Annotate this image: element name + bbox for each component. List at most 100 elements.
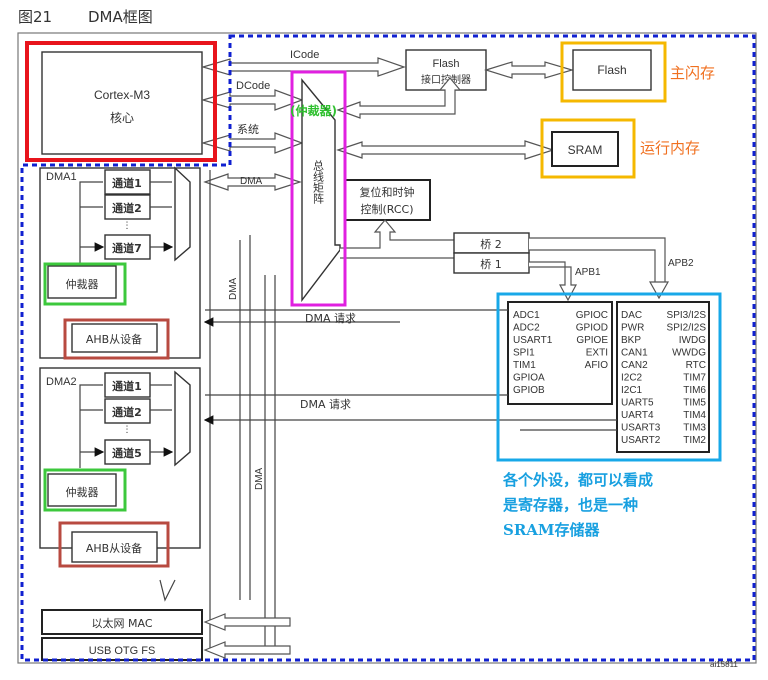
- apb1-peripheral: USART3: [621, 423, 661, 434]
- dma2-to-mac-arrow: [159, 579, 176, 602]
- dma2-ahb-slave-box: [71, 531, 158, 563]
- dma2-channel-5-label: 通道5: [112, 446, 142, 460]
- dma2-arbiter-lines: [79, 384, 103, 468]
- dma1-ahb-highlight: [63, 318, 170, 360]
- dma2-request-label: DMA 请求: [300, 398, 351, 411]
- flash-controller-label: Flash: [433, 58, 460, 70]
- dma2-label: DMA2: [46, 376, 77, 388]
- apb2-peripheral: GPIOE: [576, 335, 608, 346]
- core-label-cn: 核心: [110, 111, 134, 125]
- apb2-peripheral: GPIOB: [513, 385, 545, 396]
- flash-label: Flash: [597, 63, 626, 77]
- dma1-arbiter-label: 仲裁器: [66, 277, 99, 291]
- apb1-bus: [529, 261, 577, 302]
- apb2-label: APB2: [668, 258, 694, 269]
- usb-otg-fs-label: USB OTG FS: [89, 645, 156, 657]
- dma1-request-lines: [205, 309, 508, 322]
- figure-number: 图21: [18, 8, 52, 26]
- apb2-arrow-head: [648, 281, 670, 300]
- apb1-peripheral: UART5: [621, 398, 654, 409]
- apb1-peripheral: SPI3/I2S: [667, 310, 707, 321]
- dma1-channel-1-label: 通道1: [112, 176, 142, 190]
- ethernet-mac-box: [41, 609, 203, 635]
- dma2-channel-2-label: 通道2: [112, 405, 142, 419]
- flash-note: 主闪存: [670, 64, 715, 82]
- apb1-peripheral: IWDG: [679, 335, 706, 346]
- figure-id: ai15811: [710, 660, 738, 669]
- apb1-peripheral: TIM7: [683, 373, 706, 384]
- apb2-peripheral-box: [507, 301, 613, 405]
- matrix-to-bridge-bus: [340, 219, 456, 259]
- dma2-mux-lines: [150, 384, 172, 452]
- dcode-bus: [200, 89, 304, 111]
- dma1-arbiter-lines: [79, 181, 103, 265]
- apb1-peripheral: BKP: [621, 335, 641, 346]
- dcode-label: DCode: [236, 80, 270, 92]
- dma2-ahb-highlight: [58, 521, 170, 568]
- apb1-peripheral: TIM6: [683, 385, 706, 396]
- matrix-to-flash-bus: [336, 77, 462, 119]
- apb1-peripheral: RTC: [686, 360, 706, 371]
- apb1-peripheral: I2C2: [621, 373, 643, 384]
- rcc-label: 复位和时钟: [360, 185, 415, 199]
- core-highlight: [25, 41, 217, 162]
- apb1-peripheral: TIM5: [683, 398, 706, 409]
- peripheral-note-line-2: 是寄存器，也是一种: [502, 496, 638, 514]
- system-bus: [200, 132, 304, 154]
- sram-bus: [336, 140, 555, 160]
- figure-title: DMA框图: [88, 8, 153, 26]
- dma1-arbiter-box: [47, 265, 117, 299]
- apb1-peripheral: PWR: [621, 323, 644, 334]
- apb1-peripheral: TIM3: [683, 423, 706, 434]
- apb2-peripheral: GPIOD: [576, 323, 608, 334]
- outer-frame: [17, 32, 757, 664]
- apb1-peripheral: DAC: [621, 310, 642, 321]
- flash-box: [572, 49, 652, 91]
- icode-label: ICode: [290, 49, 319, 61]
- dma2-channel-1-label: 通道1: [112, 379, 142, 393]
- apb1-label: APB1: [575, 267, 601, 278]
- dma1-mux-lines: [150, 181, 172, 247]
- bus-matrix: [301, 78, 341, 303]
- apb1-peripheral: SPI2/I2S: [667, 323, 707, 334]
- bus-matrix-highlight: [290, 70, 347, 307]
- apb1-peripheral: CAN1: [621, 348, 648, 359]
- core-label: Cortex-M3: [94, 88, 150, 102]
- apb2-peripheral: GPIOA: [513, 373, 545, 384]
- dma2-request-lines: [205, 394, 617, 420]
- bridge2-label: 桥 2: [480, 238, 502, 251]
- dma2-ellipsis: ⋮: [123, 424, 132, 434]
- dma-vertical-label-2: DMA: [254, 467, 265, 490]
- flash-highlight: [560, 41, 667, 103]
- dma-region-highlight: [20, 34, 756, 662]
- apb2-peripheral: SPI1: [513, 348, 535, 359]
- rcc-label-2: 控制(RCC): [360, 202, 413, 216]
- apb1-peripheral: CAN2: [621, 360, 648, 371]
- dma1-arbiter-highlight: [43, 262, 127, 306]
- sram-label: SRAM: [568, 143, 603, 157]
- usb-otg-fs-box: [41, 637, 203, 661]
- peripheral-note-line-1: 各个外设，都可以看成: [502, 471, 653, 489]
- apb1-peripheral: I2C1: [621, 385, 643, 396]
- dma2-arbiter-highlight: [43, 468, 127, 512]
- apb2-peripheral: USART1: [513, 335, 553, 346]
- apb1-peripheral: TIM4: [683, 410, 706, 421]
- dma1-ahb-slave-box: [71, 323, 158, 353]
- dma1-channel-7-label: 通道7: [112, 241, 142, 255]
- apb2-peripheral: ADC2: [513, 323, 540, 334]
- dma1-channel-1: [104, 169, 151, 195]
- dma1-channel-2-label: 通道2: [112, 201, 142, 215]
- bus-matrix-label: 总线矩阵: [312, 159, 325, 205]
- sram-highlight: [540, 118, 636, 179]
- dma2-mux: [174, 370, 191, 467]
- apb1-peripheral: WWDG: [672, 348, 706, 359]
- apb1-peripheral-box: [616, 301, 710, 453]
- flash-bus: [483, 61, 575, 79]
- apb2-peripheral: GPIOC: [576, 310, 608, 321]
- peripheral-note-line-3: SRAM存储器: [503, 521, 601, 539]
- dma-bus-label: DMA: [240, 176, 263, 187]
- apb1-peripheral: USART2: [621, 435, 661, 446]
- dma1-request-label: DMA 请求: [305, 312, 356, 325]
- dma1-channel-2: [104, 194, 151, 220]
- system-label: 系统: [237, 123, 259, 136]
